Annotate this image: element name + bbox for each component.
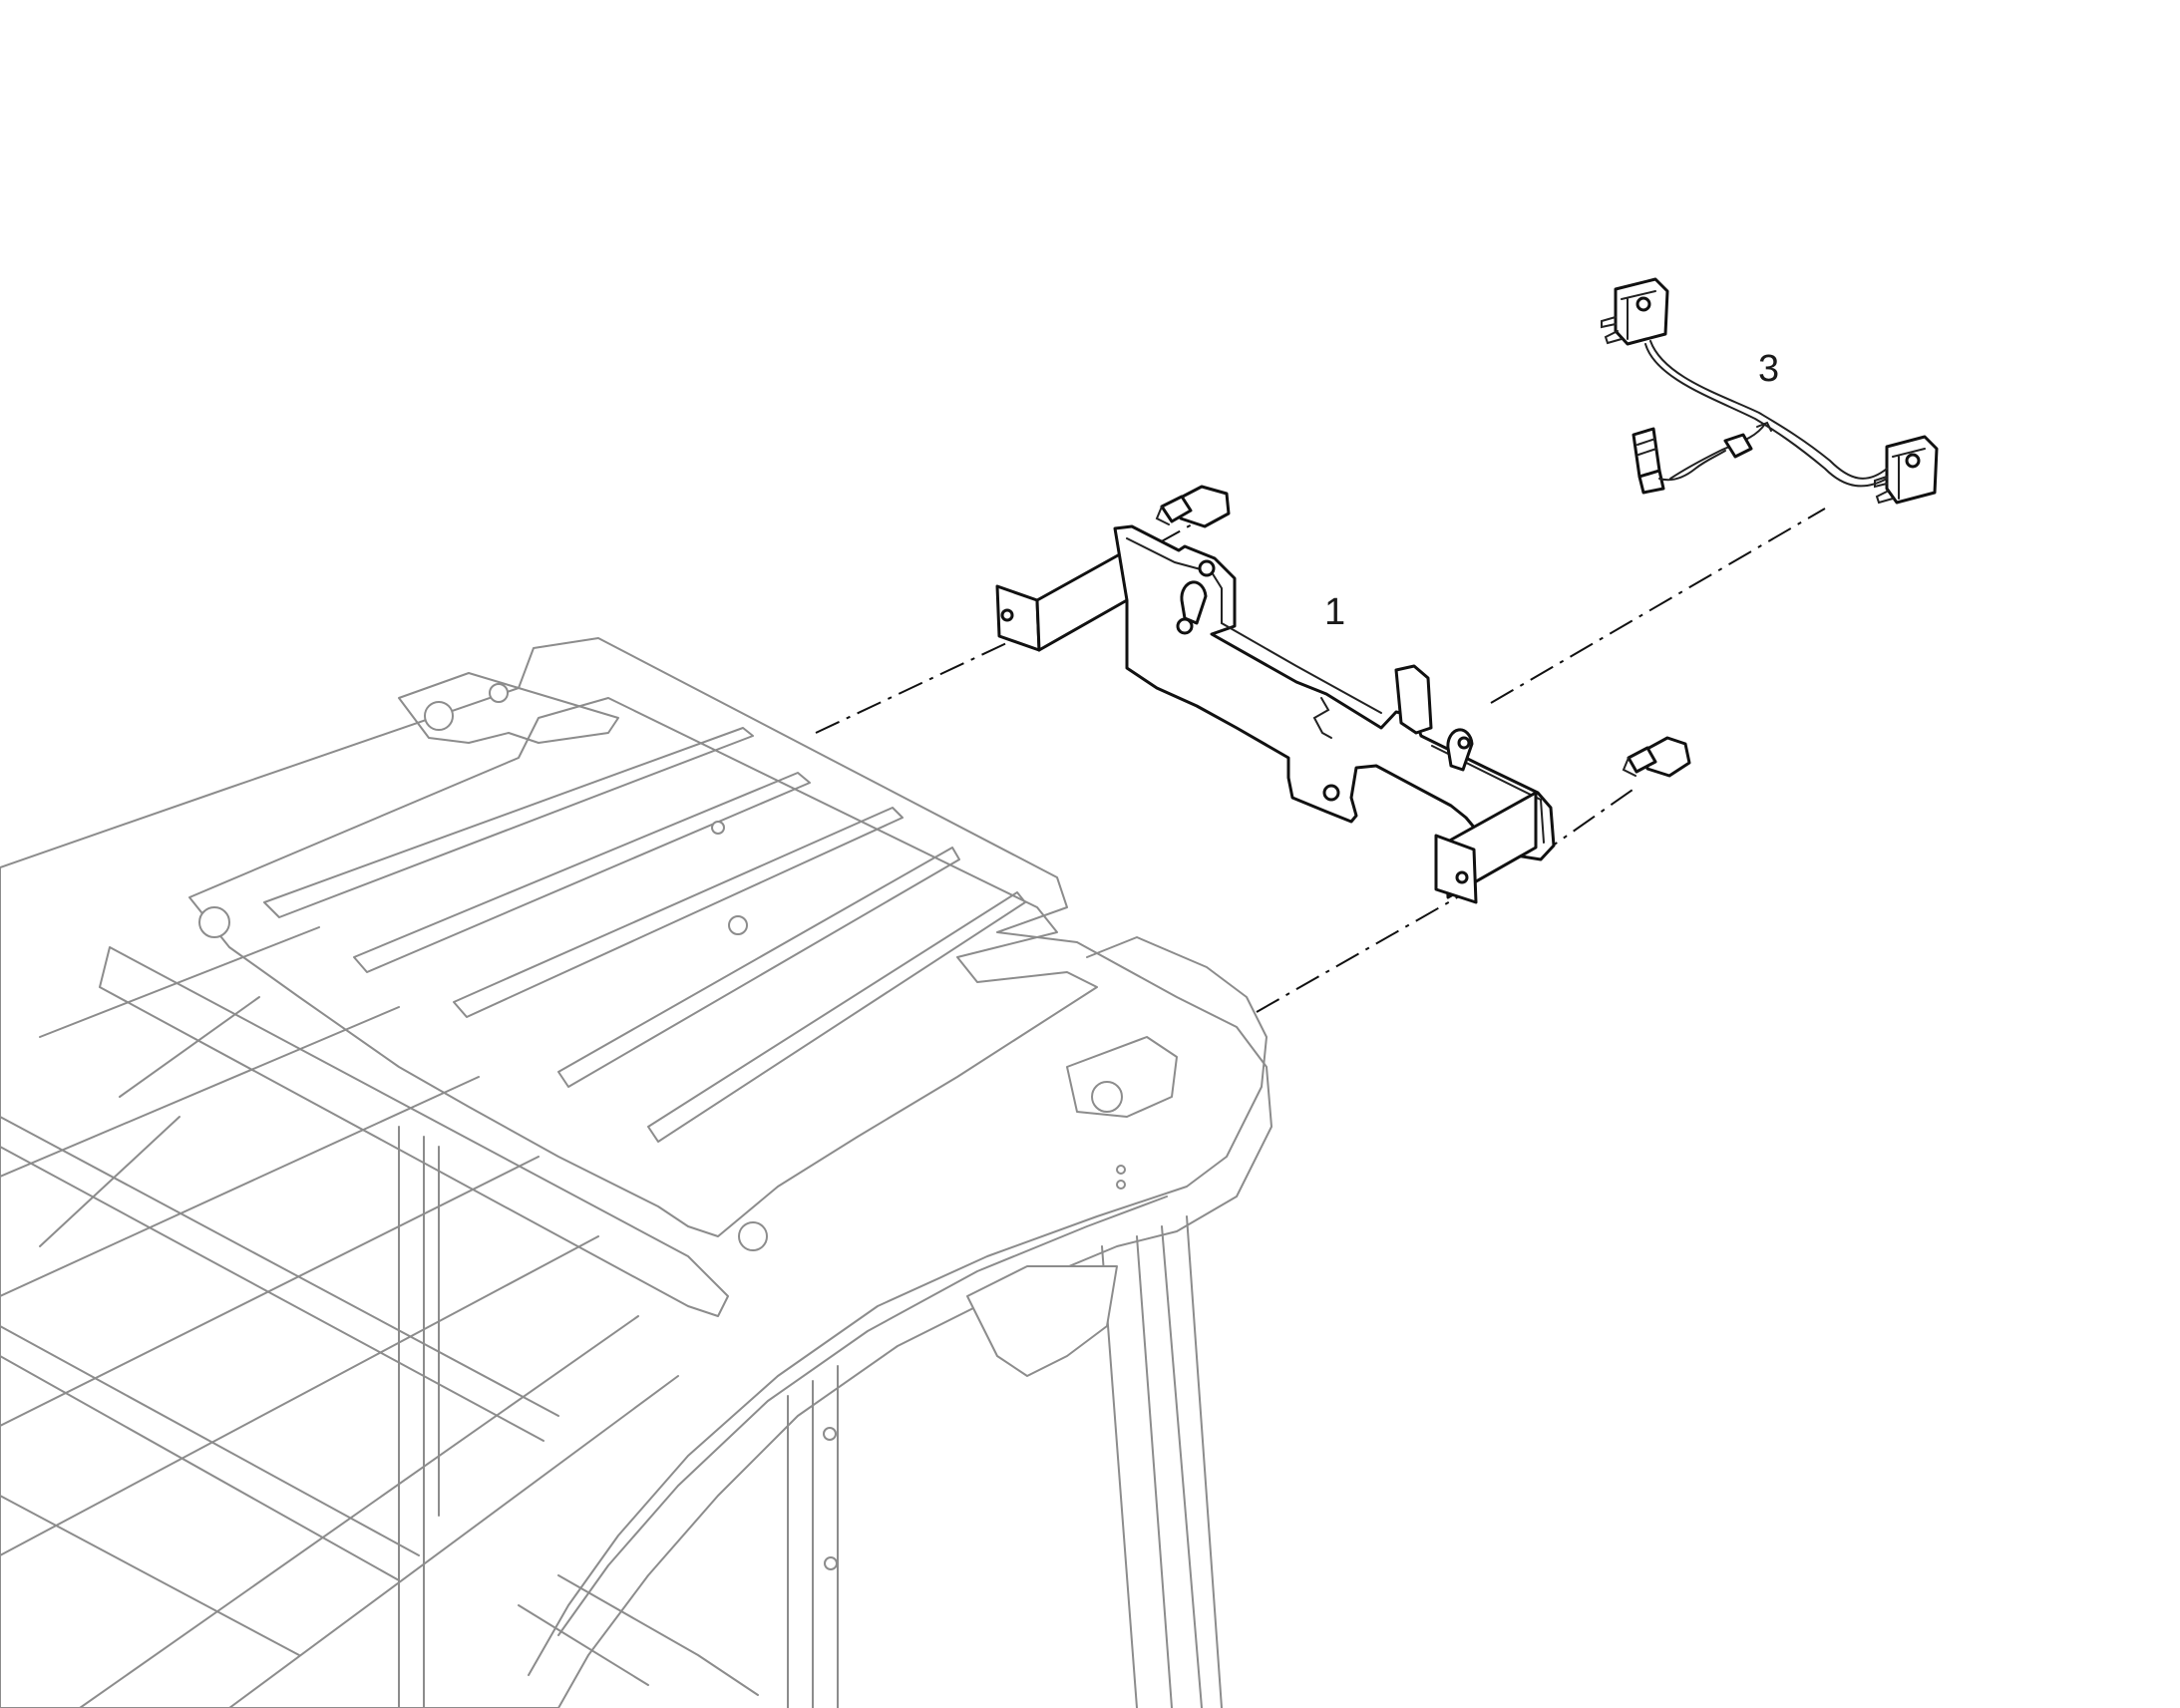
front-mount-pocket <box>1066 1036 1178 1118</box>
bracket-hole <box>1457 736 1471 750</box>
mounting-bracket <box>995 524 1556 904</box>
roof-rib-5 <box>647 891 1026 1143</box>
cab-lower-rail <box>518 1604 649 1686</box>
roof-lattice-guard <box>0 926 679 1708</box>
lamp-harness <box>1601 277 1939 505</box>
cab-lower-rail <box>557 1574 759 1696</box>
bracket-hole <box>1198 559 1216 577</box>
roof-rib-2 <box>353 772 811 973</box>
harness-splice <box>1723 433 1753 459</box>
leader-right-bolt <box>1256 891 1467 1013</box>
roof-boss <box>738 1221 768 1251</box>
harness-wire <box>1644 343 1888 488</box>
lamp-left <box>1601 277 1669 346</box>
callout-3: 3 <box>1758 348 1779 390</box>
cab-roof-structure <box>0 637 1272 1708</box>
bracket-keyhole-left <box>1180 580 1208 625</box>
callout-1: 1 <box>1324 591 1345 633</box>
roof-boss <box>489 683 509 703</box>
bracket-hole <box>1176 617 1194 635</box>
bracket-plate-edge <box>1126 537 1545 844</box>
bracket-hole <box>1000 608 1014 622</box>
roof-rib-1 <box>263 727 754 918</box>
harness-wire <box>1669 423 1766 480</box>
bracket-right-upper-tab <box>1394 664 1433 735</box>
bracket-center-slot <box>1312 697 1332 739</box>
cab-side-bracket <box>966 1265 1118 1377</box>
harness-wire <box>1649 340 1888 480</box>
bracket-main-plate <box>1113 524 1556 861</box>
roof-boss-group <box>198 683 1123 1251</box>
leader-lamp-right <box>1490 508 1826 704</box>
bracket-left-leg <box>1035 548 1129 652</box>
roof-rib-4 <box>557 847 960 1088</box>
lower-bolt <box>1622 736 1691 778</box>
upper-bolt <box>1155 485 1231 528</box>
roof-crossbar <box>99 946 729 1317</box>
roof-boss <box>424 701 454 731</box>
roof-boss <box>1091 1081 1123 1113</box>
bracket-hole <box>1322 784 1340 802</box>
roof-lower-rim <box>557 1196 1168 1636</box>
roof-shell <box>0 637 1272 1708</box>
bracket-right-flange <box>1434 834 1478 904</box>
roof-boss <box>728 915 748 935</box>
roof-top-panel <box>188 697 1098 1237</box>
roof-boss <box>711 821 725 835</box>
roof-rib-3 <box>453 807 904 1018</box>
leader-left-bolt <box>815 637 1018 734</box>
rear-mount-pocket <box>398 672 619 744</box>
bracket-hole <box>1455 870 1469 884</box>
harness-connector <box>1632 427 1726 495</box>
roof-boss <box>198 906 230 938</box>
roof-front-edge <box>528 936 1268 1676</box>
